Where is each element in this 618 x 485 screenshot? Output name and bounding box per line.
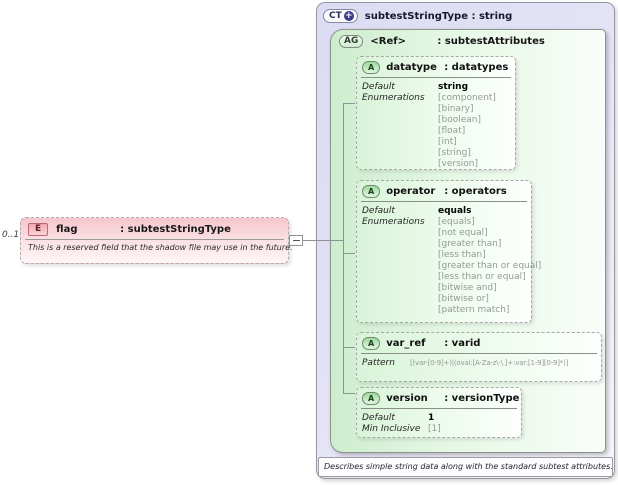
complex-type-header: CT + subtestStringType : string [317, 3, 614, 23]
attribute-type: : versionType [444, 393, 520, 404]
divider [361, 353, 597, 354]
divider [361, 77, 511, 78]
facet-label-min-inclusive: Min Inclusive [362, 424, 421, 434]
attribute-type: : varid [444, 338, 481, 349]
enumeration-list: [equals][not equal][greater than][less t… [438, 217, 541, 316]
attribute-group-name: <Ref> [370, 36, 406, 47]
enumeration-value: [boolean] [438, 115, 482, 125]
collapse-handle-icon[interactable] [289, 235, 303, 246]
cardinality-label: 0..1 [2, 230, 20, 240]
facet-label-default: Default [362, 206, 395, 216]
enumeration-value: [string] [438, 148, 471, 158]
enumeration-value: [pattern match] [438, 305, 510, 315]
element-badge-icon: E [28, 223, 49, 236]
enumeration-value: [float] [438, 126, 466, 136]
facet-value-default: string [438, 82, 469, 92]
complex-type-title: subtestStringType : string [364, 10, 513, 22]
facet-value-min-inclusive: [1] [428, 424, 441, 434]
minus-icon [292, 240, 300, 241]
divider [25, 239, 284, 240]
connector-line [344, 253, 355, 254]
enumeration-value: [bitwise and] [438, 283, 497, 293]
complex-type-badge-label: CT [329, 11, 342, 21]
element-type: : subtestStringType [120, 224, 231, 235]
attribute-badge-icon: A [362, 185, 381, 198]
enumeration-value: [less than] [438, 250, 486, 260]
attribute-facets: Default 1 Min Inclusive [1] [357, 411, 521, 437]
facet-value-default: equals [438, 206, 472, 216]
enumeration-value: [less than or equal] [438, 272, 526, 282]
facet-value-default: 1 [428, 413, 435, 423]
enumeration-value: [bitwise or] [438, 294, 489, 304]
attribute-header: A var_ref : varid [357, 333, 601, 352]
enumeration-value: [not equal] [438, 228, 488, 238]
attribute-facets: Pattern [(var-[0-9]+)|(oval:[A-Za-z\-\.]… [357, 356, 601, 371]
facet-label-pattern: Pattern [362, 358, 395, 368]
facet-label-enumerations: Enumerations [362, 93, 425, 103]
enumeration-value: [int] [438, 137, 457, 147]
attribute-type: : operators [444, 186, 507, 197]
attribute-group-box[interactable]: AG <Ref> : subtestAttributes A datatype … [330, 29, 606, 453]
attribute-header: A datatype : datatypes [357, 57, 515, 76]
attribute-box-operator[interactable]: A operator : operators Default equals En… [356, 180, 541, 323]
attribute-header: A version : versionType [357, 388, 521, 407]
attribute-group-badge-icon: AG [339, 35, 364, 48]
element-box-flag[interactable]: E flag : subtestStringType This is a res… [20, 217, 293, 264]
plus-icon: + [343, 11, 354, 21]
enumeration-value: [component] [438, 93, 496, 103]
connector-line [343, 103, 344, 394]
attribute-box-version[interactable]: A version : versionType Default 1 Min In… [356, 387, 522, 438]
attribute-group-header: AG <Ref> : subtestAttributes [331, 30, 605, 53]
attribute-group-type: : subtestAttributes [437, 36, 545, 47]
complex-type-annotation: Describes simple string data along with … [318, 457, 613, 477]
attribute-badge-icon: A [362, 392, 381, 405]
enumeration-value: [greater than or equal] [438, 261, 542, 271]
attribute-facets: Default string Enumerations [component][… [357, 80, 515, 172]
enumeration-value: [equals] [438, 217, 475, 227]
enumeration-list: [component][binary][boolean][float][int]… [438, 93, 510, 170]
element-annotation: This is a reserved field that the shadow… [28, 243, 293, 252]
element-name: flag [56, 224, 78, 235]
attribute-type: : datatypes [444, 62, 509, 73]
attribute-name: datatype [386, 62, 437, 73]
connector-line [344, 103, 355, 104]
facet-label-default: Default [362, 413, 395, 423]
attribute-badge-icon: A [362, 337, 381, 350]
divider [361, 201, 527, 202]
attribute-facets: Default equals Enumerations [equals][not… [357, 204, 541, 318]
attribute-box-var-ref[interactable]: A var_ref : varid Pattern [(var-[0-9]+)|… [356, 332, 602, 382]
connector-line [344, 347, 355, 348]
enumeration-value: [version] [438, 159, 478, 169]
attribute-name: operator [386, 186, 436, 197]
attribute-name: version [386, 393, 428, 404]
attribute-badge-icon: A [362, 61, 381, 74]
complex-type-badge-icon: CT + [323, 9, 358, 23]
facet-label-enumerations: Enumerations [362, 217, 425, 227]
attribute-header: A operator : operators [357, 181, 531, 200]
connector-line [344, 393, 355, 394]
attribute-name: var_ref [386, 338, 426, 349]
enumeration-value: [greater than] [438, 239, 502, 249]
divider [361, 408, 517, 409]
enumeration-value: [binary] [438, 104, 474, 114]
attribute-box-datatype[interactable]: A datatype : datatypes Default string En… [356, 56, 516, 170]
element-header: E flag : subtestStringType [21, 218, 288, 239]
connector-line [302, 240, 344, 241]
facet-value-pattern: [(var-[0-9]+)|(oval:[A-Za-z\-\.]+:var:[1… [410, 359, 569, 367]
facet-label-default: Default [362, 82, 395, 92]
